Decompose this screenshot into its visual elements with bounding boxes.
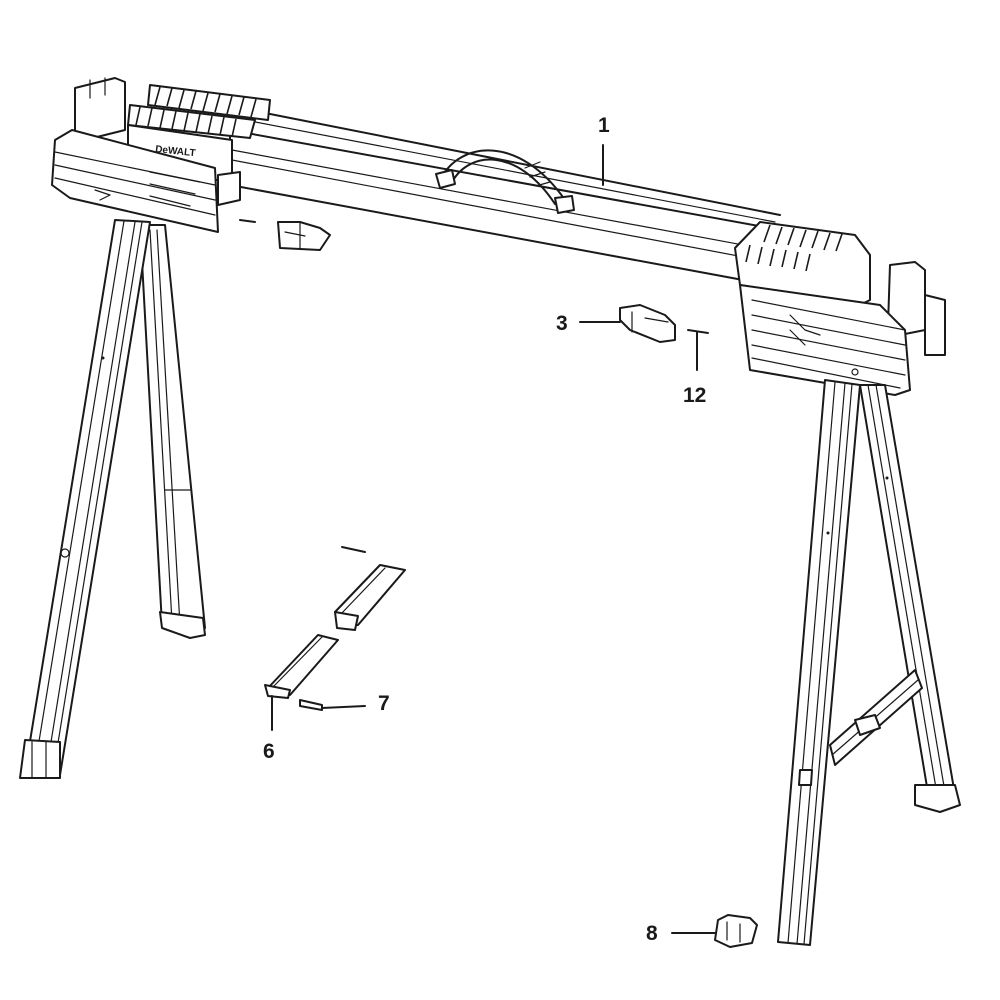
right-rear-leg (859, 384, 961, 813)
callout-6: 6 (263, 740, 275, 763)
upper-brace-link[interactable] (334, 546, 406, 631)
right-end-cap (734, 221, 946, 396)
callout-3: 3 (556, 312, 568, 335)
right-cross-brace (829, 669, 923, 766)
carry-handle (435, 149, 575, 214)
left-end-cap: DeWALT (51, 77, 331, 251)
part-8-foot-cap[interactable] (671, 914, 758, 948)
callout-1: 1 (598, 114, 610, 137)
callout-12: 12 (683, 384, 707, 407)
part-7-brace-pin[interactable] (299, 699, 366, 711)
part-6-lower-brace-link[interactable] (264, 634, 339, 731)
part-3-latch-bracket[interactable] (579, 304, 676, 343)
callout-8: 8 (646, 922, 658, 945)
callout-7: 7 (378, 692, 390, 715)
right-front-leg (777, 379, 861, 946)
top-beam (229, 111, 781, 286)
left-front-leg (19, 219, 151, 779)
left-rear-leg (139, 224, 206, 639)
part-12-pin[interactable] (687, 329, 709, 371)
